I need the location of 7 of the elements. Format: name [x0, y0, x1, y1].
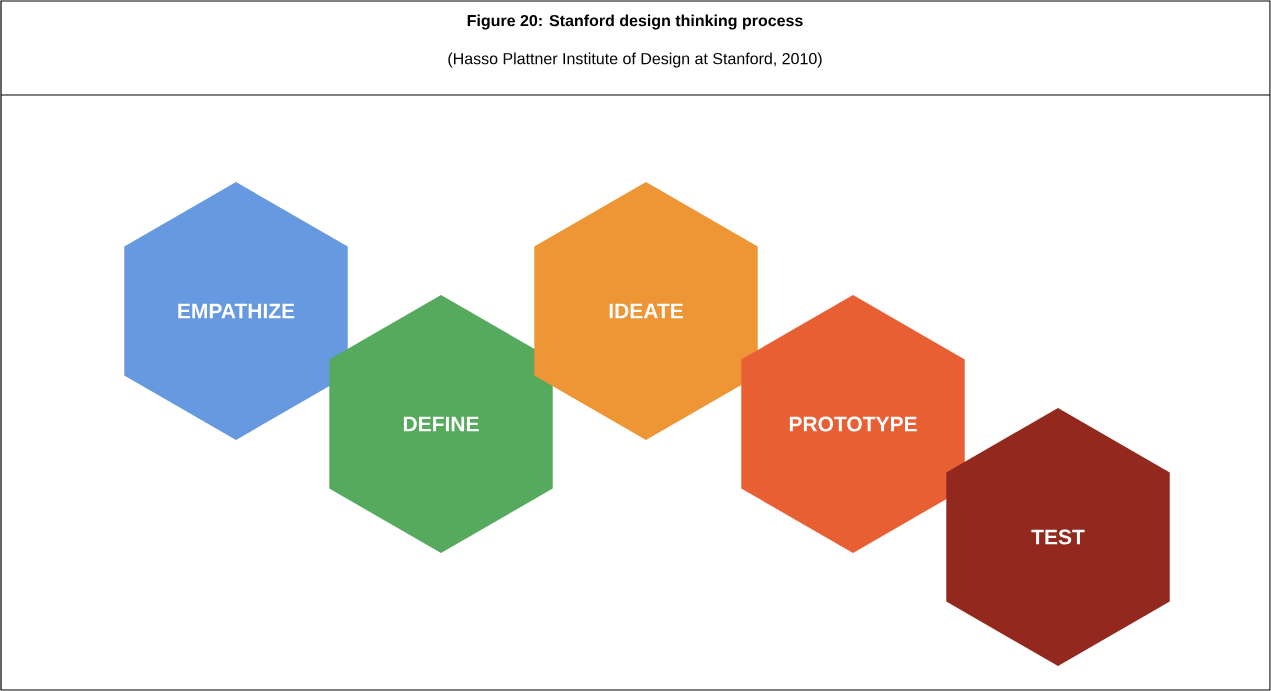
stage-hexagon: TEST [946, 408, 1170, 666]
stage-hexagon: PROTOTYPE [741, 295, 965, 553]
stage-hexagon: DEFINE [329, 295, 553, 553]
figure-caption: (Hasso Plattner Institute of Design at Stanford, 2010) [448, 52, 822, 68]
figure-title: Figure 20: Stanford design thinking process [467, 14, 803, 30]
stage-hexagon: IDEATE [534, 182, 758, 440]
stage-hexagon: EMPATHIZE [124, 182, 348, 440]
